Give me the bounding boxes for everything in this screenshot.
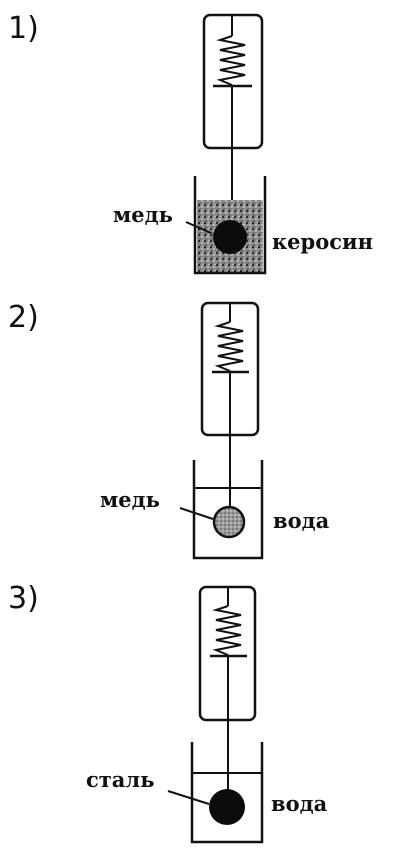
- spring-icon: [214, 321, 244, 372]
- dynamometer-2: [200, 301, 260, 437]
- spring-icon: [212, 605, 242, 656]
- liquid-label-3: вода: [271, 791, 328, 816]
- vessel-3: [190, 742, 264, 844]
- panel-number-2: 2): [8, 300, 39, 335]
- liquid-label-1: керосин: [272, 229, 373, 254]
- dynamometer-1: [202, 13, 264, 150]
- panel-1: 1) медь керосин: [8, 11, 373, 275]
- metal-label-3: сталь: [86, 767, 154, 792]
- panel-2: 2) медь вода: [8, 300, 330, 560]
- dynamometer-3: [198, 585, 257, 722]
- spring-icon: [216, 35, 246, 86]
- pointer-line-1: [185, 221, 212, 234]
- pointer-line-2: [179, 507, 214, 520]
- metal-label-2: медь: [100, 487, 160, 512]
- metal-label-1: медь: [113, 202, 173, 227]
- panel-3: 3) сталь вода: [8, 581, 328, 844]
- liquid-label-2: вода: [273, 508, 330, 533]
- steel-ball-3: [209, 789, 245, 825]
- panel-number-1: 1): [8, 11, 39, 46]
- vessel-2: [192, 460, 264, 560]
- copper-ball-1: [213, 220, 247, 254]
- copper-ball-2: [212, 505, 246, 539]
- panel-number-3: 3): [8, 581, 39, 616]
- pointer-line-3: [167, 790, 210, 805]
